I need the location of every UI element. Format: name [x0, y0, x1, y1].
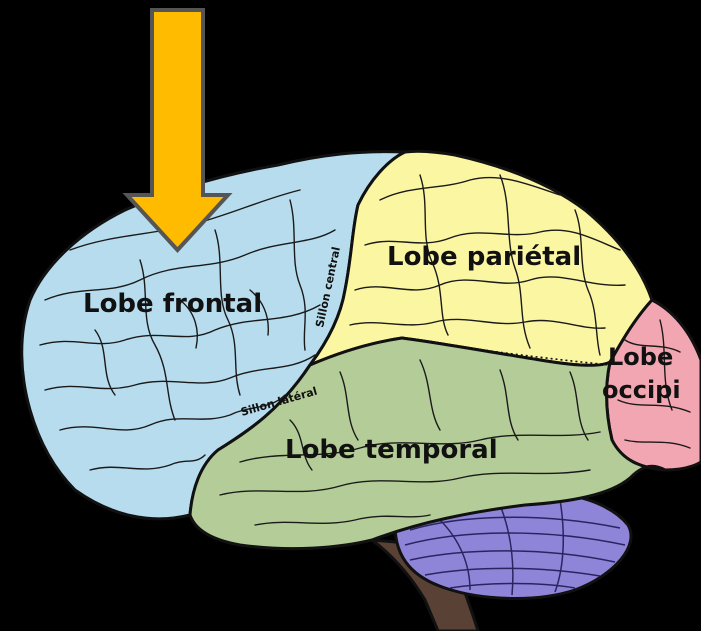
occipital-lobe-label-line2: occipi — [602, 376, 681, 404]
occipital-lobe-label-line1: Lobe — [608, 343, 673, 371]
temporal-lobe-label: Lobe temporal — [285, 435, 498, 465]
frontal-lobe-label: Lobe frontal — [83, 289, 262, 319]
parietal-lobe-label: Lobe pariétal — [387, 242, 581, 272]
